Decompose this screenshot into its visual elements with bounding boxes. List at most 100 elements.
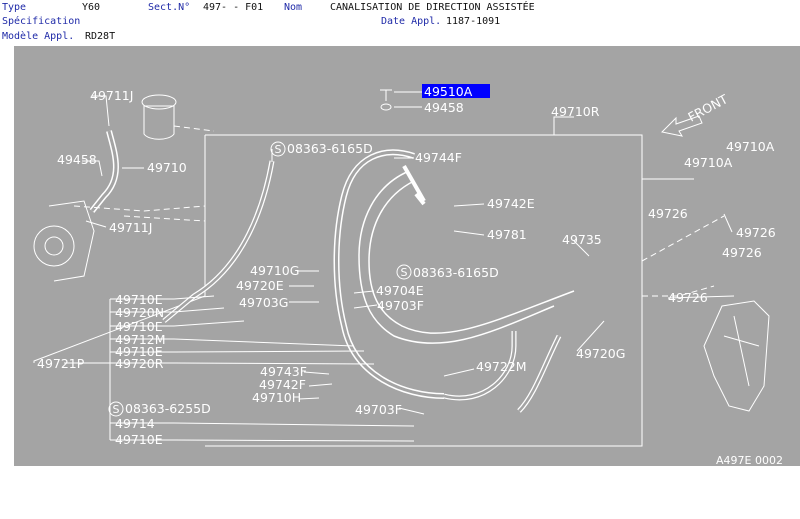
dash-leader-2 (641, 215, 725, 262)
front-arrow (660, 115, 703, 137)
date-label: Date Appl. (381, 16, 442, 27)
part-label[interactable]: 49703G (239, 295, 288, 310)
part-label[interactable]: 08363-6165D (287, 141, 373, 156)
washer-49458 (380, 103, 392, 111)
leader-49711J-bottom (85, 220, 107, 228)
part-labels: 49458 49710R 49711J 49458 49710 49711J S… (37, 88, 783, 466)
return-hose-inner (335, 150, 445, 398)
diagram-ref-code: A497E 0002 (716, 454, 783, 466)
part-label[interactable]: 49720R (115, 356, 164, 371)
pump-pulley (33, 225, 75, 267)
part-label[interactable]: 49743F (260, 364, 307, 379)
leader-49781 (453, 230, 485, 236)
date-value: 1187-1091 (446, 16, 501, 27)
part-label[interactable]: 49742F (259, 377, 306, 392)
part-label[interactable]: 49710A (726, 139, 775, 154)
leader-49711J-top (92, 95, 110, 127)
selected-part-label[interactable]: 49510A (424, 84, 473, 99)
part-label[interactable]: 49710E (115, 344, 163, 359)
assembly-frame (205, 134, 643, 447)
leader-49704E (353, 290, 375, 294)
part-label[interactable]: 49721P (37, 356, 85, 371)
part-label[interactable]: 49744F (415, 150, 462, 165)
part-label[interactable]: 49710E (115, 432, 163, 447)
part-label[interactable]: 08363-6255D (125, 401, 211, 416)
leader-49742E (453, 203, 485, 207)
part-label[interactable]: 49703F (355, 402, 402, 417)
leader-49710R (553, 116, 574, 135)
part-label[interactable]: 49726 (736, 225, 776, 240)
steering-gear-detail (723, 315, 760, 387)
part-label[interactable]: 49712M (115, 332, 166, 347)
s-symbol: S (275, 143, 282, 156)
part-label[interactable]: 49720E (236, 278, 284, 293)
diagram-drawing: 49510A 49458 49710R 49711J 49458 49710 4… (33, 84, 783, 466)
part-label[interactable]: 08363-6165D (413, 265, 499, 280)
pump-body (48, 200, 95, 282)
exploded-parts-diagram[interactable]: 49510A 49458 49710R 49711J 49458 49710 4… (14, 46, 800, 466)
leader-49703F-a (353, 304, 378, 309)
part-label[interactable]: 49710A (684, 155, 733, 170)
part-label[interactable]: 49458 (57, 152, 97, 167)
front-label: FRONT (685, 91, 730, 124)
cooler-hose-inner (518, 335, 561, 412)
fitting-49744F (402, 165, 426, 206)
dash-leader-1 (642, 285, 715, 297)
gear-hose-inner (443, 331, 516, 400)
part-label[interactable]: 49726 (648, 206, 688, 221)
part-label[interactable]: 49710H (252, 390, 301, 405)
reservoir-outline (143, 105, 175, 140)
leader-49703F-b (398, 407, 425, 415)
model-label: Modèle Appl. (2, 31, 75, 42)
tube-line-1 (358, 170, 555, 344)
part-label[interactable]: 49735 (562, 232, 602, 247)
s-symbol-circle-b (396, 264, 412, 280)
left-callout-bracket (109, 298, 174, 441)
leader-49742F (308, 383, 333, 387)
name-label: Nom (284, 2, 303, 13)
catalog-header: Type Y60 Sect.N° 497- - F01 Nom CANALISA… (0, 0, 800, 46)
type-label: Type (2, 2, 27, 13)
part-label[interactable]: 49710 (147, 160, 187, 175)
part-label[interactable]: 49703F (377, 298, 424, 313)
part-label[interactable]: 49710E (115, 292, 163, 307)
dash-leader-reservoir (173, 125, 215, 132)
name-value: CANALISATION DE DIRECTION ASSISTÉE (330, 2, 535, 13)
selected-part-highlight[interactable] (422, 84, 490, 98)
tube-line-2 (368, 180, 575, 334)
part-label[interactable]: 49710R (551, 104, 600, 119)
part-label[interactable]: 49704E (376, 283, 424, 298)
part-label[interactable]: 49711J (90, 88, 133, 103)
s-symbol: S (113, 403, 120, 416)
left-callout-leaders (173, 295, 415, 442)
dash-leader-pump (73, 205, 206, 222)
part-label[interactable]: 49714 (115, 416, 155, 431)
spec-label: Spécification (2, 16, 81, 27)
leader-49710H (298, 397, 320, 400)
suction-hose-inner (90, 130, 118, 212)
leader-49722M (443, 368, 475, 377)
part-label[interactable]: 49722M (476, 359, 527, 374)
part-label[interactable]: 49726 (722, 245, 762, 260)
section-label: Sect.N° (148, 2, 191, 13)
assembly-frame-left (33, 135, 206, 363)
s-symbol-circle-a (270, 141, 286, 157)
leader-49720G (576, 320, 605, 352)
part-label[interactable]: 49458 (424, 100, 464, 115)
part-label[interactable]: 49781 (487, 227, 527, 242)
pump-pulley-hub (44, 236, 64, 256)
s-symbol: S (401, 266, 408, 279)
bolt-49510A (380, 89, 392, 101)
part-label[interactable]: 49720N (115, 305, 164, 320)
part-label[interactable]: 49711J (109, 220, 152, 235)
leader-49726-d (667, 295, 735, 299)
steering-gear-body (703, 300, 770, 412)
part-label[interactable]: 49720G (576, 346, 625, 361)
reservoir-cap (141, 94, 177, 110)
section-value: 497- - F01 (203, 2, 264, 13)
part-label[interactable]: 49710E (115, 319, 163, 334)
part-label[interactable]: 49726 (668, 290, 708, 305)
part-label[interactable]: 49742E (487, 196, 535, 211)
part-label[interactable]: 49710G (250, 263, 299, 278)
